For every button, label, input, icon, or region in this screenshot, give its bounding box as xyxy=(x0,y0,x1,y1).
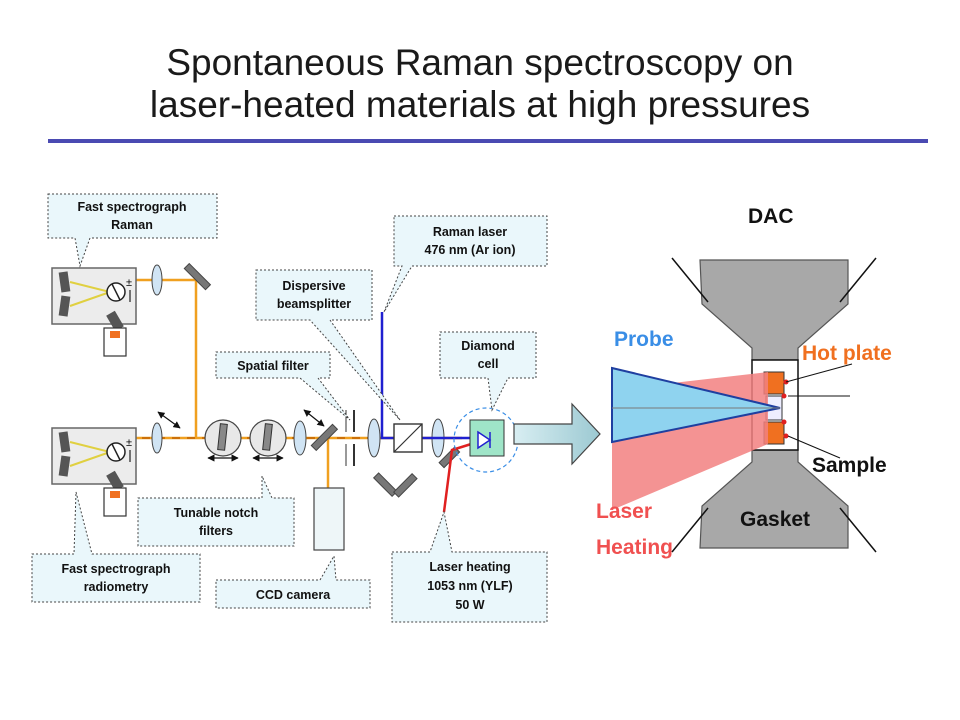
callout-radiometry-line1: Fast spectrograph xyxy=(61,562,170,576)
callout-spectrograph-raman: Fast spectrograph Raman xyxy=(47,193,218,268)
raman-laser-beam xyxy=(380,312,488,440)
callout-raman-laser-line1: Raman laser xyxy=(433,225,507,239)
lens-radiometry xyxy=(151,422,163,454)
callout-spectrograph-raman-line1: Fast spectrograph xyxy=(77,200,186,214)
callout-dispersive-beamsplitter: Dispersive beamsplitter xyxy=(255,269,401,421)
callout-raman-laser: Raman laser 476 nm (Ar ion) xyxy=(383,215,548,313)
label-probe: Probe xyxy=(614,328,674,351)
radiometry-detector xyxy=(103,487,127,517)
mirror-ccd xyxy=(310,423,339,452)
callout-heating-line2: 1053 nm (YLF) xyxy=(427,579,512,593)
callout-spectrograph-radiometry: Fast spectrograph radiometry xyxy=(31,491,201,603)
mirrors xyxy=(183,262,461,498)
title-underline xyxy=(48,139,928,143)
spatial-filter xyxy=(345,410,355,466)
label-sample: Sample xyxy=(812,454,887,477)
callout-notch-line2: filters xyxy=(199,524,233,538)
callout-spectrograph-raman-line2: Raman xyxy=(111,218,153,232)
callout-diamond-cell-line2: cell xyxy=(478,357,499,371)
callout-beamsplitter-line1: Dispersive xyxy=(282,279,345,293)
callout-laser-heating: Laser heating 1053 nm (YLF) 50 W xyxy=(391,510,548,623)
callout-heating-line3: 50 W xyxy=(455,598,484,612)
callout-spatial-filter-line1: Spatial filter xyxy=(237,359,309,373)
callout-tunable-notch-filters: Tunable notch filters xyxy=(137,475,295,547)
ccd-camera xyxy=(313,487,345,551)
grating-1 xyxy=(58,271,71,293)
label-laser: Laser xyxy=(596,500,652,523)
slide-title: Spontaneous Raman spectroscopy on laser-… xyxy=(70,42,890,126)
dac-diagram: DAC Probe Hot plate Sample Laser Heating… xyxy=(596,205,892,559)
callout-radiometry-line2: radiometry xyxy=(84,580,149,594)
svg-text:±: ± xyxy=(126,437,132,449)
grating-2 xyxy=(58,295,71,317)
label-hot-plate: Hot plate xyxy=(802,342,892,365)
callout-diamond-cell: Diamond cell xyxy=(439,331,537,412)
callout-diamond-cell-line1: Diamond xyxy=(461,339,514,353)
mirror-raman xyxy=(183,262,212,291)
beamsplitter xyxy=(393,423,423,453)
notch-filters xyxy=(157,409,325,462)
lens-3 xyxy=(293,420,307,456)
title-line-1: Spontaneous Raman spectroscopy on xyxy=(166,42,794,83)
probe-cone xyxy=(611,366,781,444)
lower-anvil xyxy=(699,449,849,549)
spectrograph-radiometry: ± xyxy=(51,427,137,517)
callout-raman-laser-line2: 476 nm (Ar ion) xyxy=(425,243,516,257)
callout-spatial-filter: Spatial filter xyxy=(215,351,351,421)
lens-4 xyxy=(367,418,381,458)
mirror-bottom-1 xyxy=(372,472,398,498)
callout-beamsplitter-line2: beamsplitter xyxy=(277,297,351,311)
callout-ccd-camera: CCD camera xyxy=(215,554,371,609)
svg-text:±: ± xyxy=(126,277,132,289)
label-gasket: Gasket xyxy=(740,508,810,531)
title-line-2: laser-heated materials at high pressures xyxy=(149,84,811,125)
callout-ccd-line1: CCD camera xyxy=(256,588,331,602)
callout-notch-line1: Tunable notch xyxy=(174,506,259,520)
raman-detector xyxy=(103,327,127,357)
lens-raman xyxy=(151,264,163,296)
label-heating: Heating xyxy=(596,536,673,559)
zoom-arrow xyxy=(513,402,601,466)
lenses xyxy=(151,264,445,458)
label-dac: DAC xyxy=(748,205,794,228)
callout-heating-line1: Laser heating xyxy=(429,560,510,574)
spectrograph-raman: ± xyxy=(51,267,137,357)
diamond-cell-icon xyxy=(453,407,519,473)
mirror-bottom-2 xyxy=(392,472,418,498)
